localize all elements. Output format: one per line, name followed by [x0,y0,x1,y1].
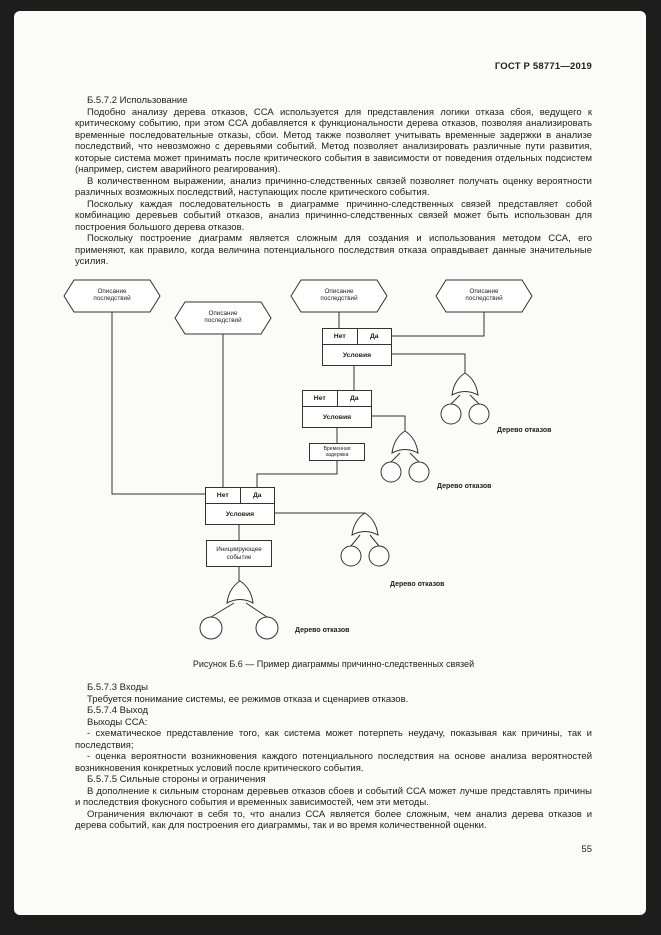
consequence-hexagons [63,279,533,335]
fault-tree-label-3: Дерево отказов [390,581,445,588]
yes-cell: Да [252,492,262,499]
time-delay-box: Временная задержка [309,443,365,461]
hexagon-shape-1 [63,279,161,313]
event-circle [440,403,462,425]
figure-b6-cca-diagram: Описание последствий Описание последстви… [60,275,580,655]
basic-event-circles [199,403,490,640]
initiating-event-label: Инициирующее событие [216,546,262,561]
consequence-description-4: Описание последствий [465,288,503,302]
section-heading-572: Б.5.7.2 Использование [87,95,188,106]
event-circle [255,616,279,640]
bullet-output-1: - схематическое представление того, как … [75,728,592,751]
hexagon-shape-4 [435,279,533,313]
no-cell: Нет [206,488,241,503]
condition-cell: Условия [206,503,274,524]
or-gate-icon-4 [226,580,254,604]
paragraph-inputs: Требуется понимание системы, ее режимов … [87,693,409,705]
condition-box-middle: Нет Да Условия [302,390,372,428]
paragraph-usage-2: В количественном выражении, анализ причи… [75,175,592,199]
bullet-output-2: - оценка вероятности возникновения каждо… [75,751,592,774]
condition-answers-row: Нет Да [323,329,391,344]
or-gate-icon-3 [351,512,379,536]
event-circle [408,461,430,483]
condition-cell: Условия [303,406,371,427]
event-circle [380,461,402,483]
consequence-description-1: Описание последствий [93,288,131,302]
event-circle [368,545,390,567]
consequence-description-2: Описание последствий [204,310,242,324]
condition-box-bottom: Нет Да Условия [205,487,275,525]
initiating-event-box: Инициирующее событие [206,540,272,567]
fault-tree-label-4: Дерево отказов [295,627,350,634]
page-number: 55 [581,844,592,855]
paragraph-usage-1: Подобно анализу дерева отказов, ССА испо… [75,106,592,176]
paragraph-outputs-intro: Выходы ССА: [87,716,148,728]
or-gates [226,372,479,604]
paragraph-usage-4: Поскольку построение диаграмм является с… [75,233,592,267]
hexagon-shape-2 [174,301,272,335]
body-text-bottom: Б.5.7.3 Входы Требуется понимание систем… [75,682,592,832]
figure-caption: Рисунок Б.6 — Пример диаграммы причинно-… [192,659,475,669]
condition-box-top: Нет Да Условия [322,328,392,366]
paragraph-usage-3: Поскольку каждая последовательность в ди… [75,198,592,233]
condition-answers-row: Нет Да [303,391,371,406]
condition-cell: Условия [323,344,391,365]
or-gate-icon-1 [451,372,479,396]
no-cell: Нет [323,329,358,344]
diagram-shapes [63,279,533,640]
time-delay-label: Временная задержка [323,446,351,458]
section-heading-575: Б.5.7.5 Сильные стороны и ограничения [87,774,266,785]
yes-cell: Да [349,395,359,402]
event-circle [199,616,223,640]
connector-lines [111,312,485,618]
yes-cell: Да [369,333,379,340]
doc-number-header: ГОСТ Р 58771—2019 [494,61,592,72]
fault-tree-label-2: Дерево отказов [437,483,492,490]
body-text-top: Б.5.7.2 Использование Подобно анализу де… [75,95,592,268]
event-circle [340,545,362,567]
document-page: ГОСТ Р 58771—2019 Б.5.7.2 Использование … [14,11,646,915]
paragraph-limitations: Ограничения включают в себя то, что анал… [75,808,592,832]
hexagon-shape-3 [290,279,388,313]
paragraph-strengths: В дополнение к сильным сторонам деревьев… [75,785,592,809]
section-heading-574: Б.5.7.4 Выход [87,705,149,716]
or-gate-icon-2 [391,430,419,454]
condition-answers-row: Нет Да [206,488,274,503]
event-circle [468,403,490,425]
no-cell: Нет [303,391,338,406]
fault-tree-label-1: Дерево отказов [497,427,552,434]
consequence-description-3: Описание последствий [320,288,358,302]
section-heading-573: Б.5.7.3 Входы [87,682,148,693]
